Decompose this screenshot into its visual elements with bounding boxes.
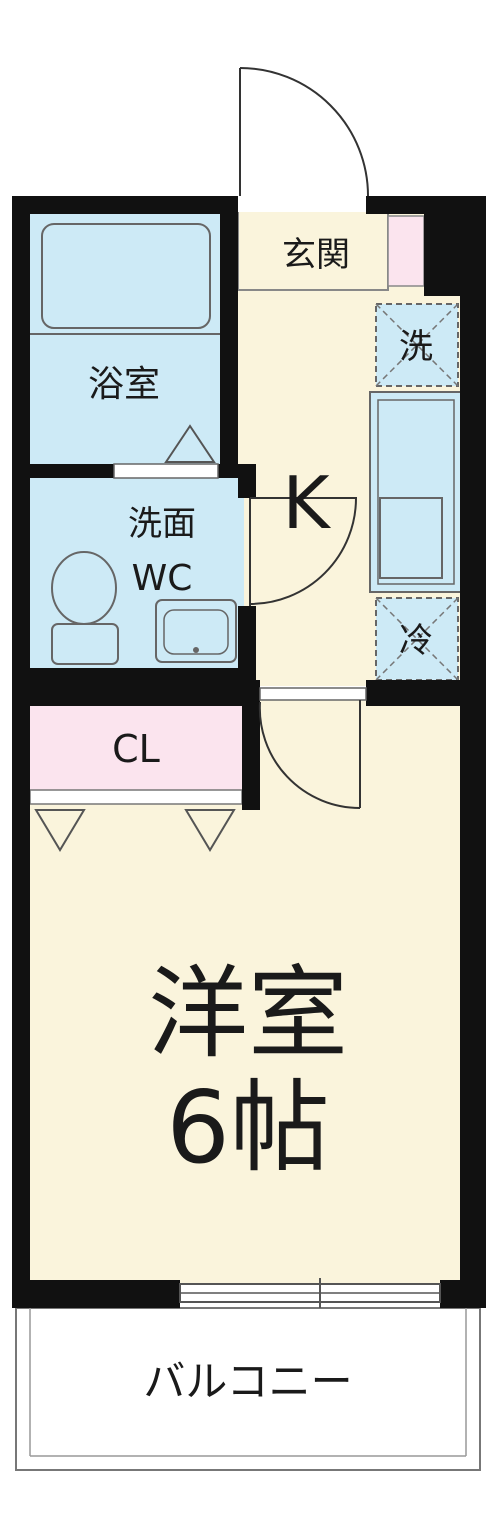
room-door-header [259,687,367,701]
closet-rail [29,789,243,805]
toilet-bowl [51,551,117,625]
bath-door-mark [164,424,216,463]
bathtub [41,223,211,329]
balcony-label: バルコニー [143,1357,352,1406]
western-room-label: 洋室 [148,955,348,1072]
toilet-tank [51,623,119,665]
kitchen-counter-inner [377,399,455,585]
bath-label: 浴室 [88,364,160,405]
closet-label: CL [112,727,160,771]
walls [12,196,486,1308]
wc-label: WC [132,558,193,599]
wash-basin [155,599,237,663]
fridge-space [375,597,459,681]
faucet [193,647,199,653]
closet-floor [30,706,242,790]
room-door-swing [258,701,361,810]
front-door-opening [238,190,366,212]
washer-space [375,303,459,387]
bath-door-header [113,463,219,479]
washer-label: 洗 [399,327,433,367]
shoe-box [387,215,425,287]
wash-basin-inner [163,609,229,655]
closet-door-mark [34,809,86,852]
balcony-floor [15,1307,481,1471]
western-room-size-label: 6帖 [166,1069,330,1186]
kitchen-sink [379,497,443,579]
washroom-label: 洗面 [128,504,196,544]
fridge-label: 冷 [399,621,433,661]
kitchen-label: K [282,461,331,545]
closet-door-mark [184,809,236,852]
entrance-label: 玄関 [282,235,350,275]
washroom-door-swing [249,497,358,605]
entrance-floor [237,209,389,291]
front-door-swing [239,67,369,197]
